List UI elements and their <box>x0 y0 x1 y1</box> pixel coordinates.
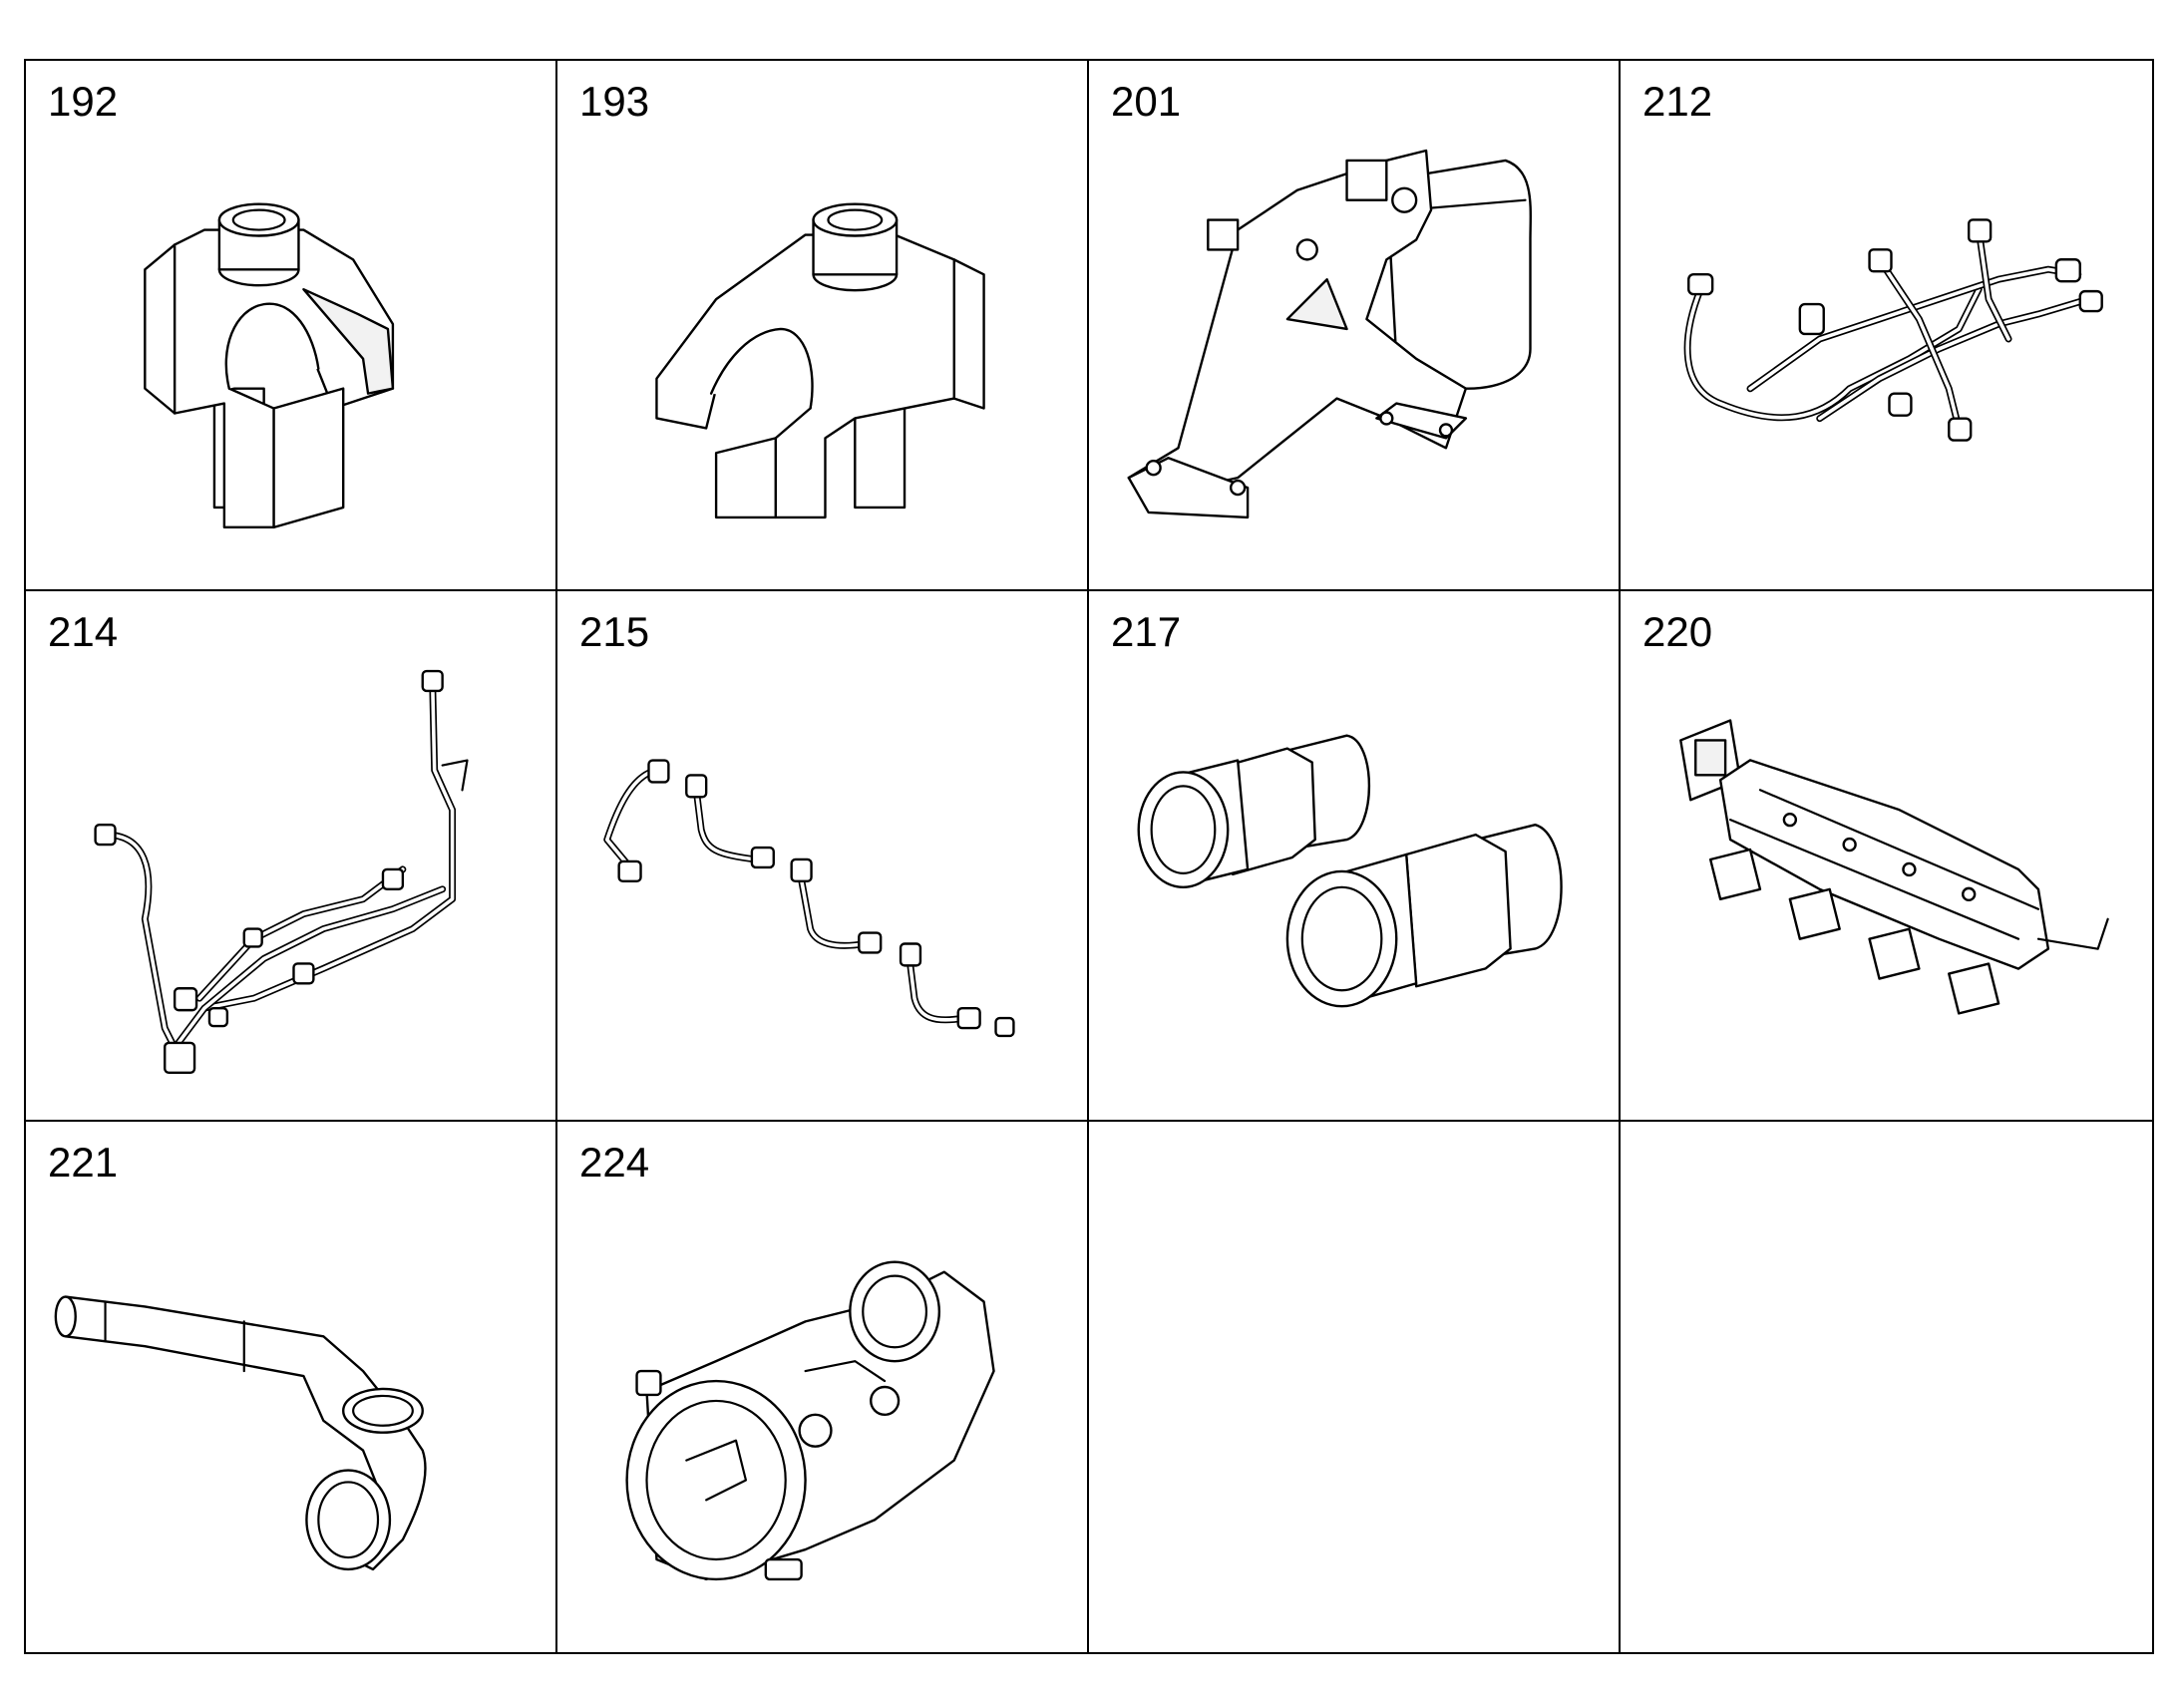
part-number: 215 <box>579 608 650 655</box>
part-cell-221[interactable]: 221 <box>26 1122 557 1652</box>
shift-fork-icon <box>655 202 985 519</box>
part-number: 221 <box>48 1139 119 1186</box>
part-cell-201[interactable]: 201 <box>1089 61 1621 591</box>
pipe-harness-icon <box>1683 218 2103 442</box>
empty-cell <box>1621 1122 2152 1652</box>
part-number: 212 <box>1642 78 1713 125</box>
coolant-hose-icon <box>54 1295 427 1571</box>
empty-cell <box>1089 1122 1621 1652</box>
part-number: 214 <box>48 608 119 655</box>
part-number: 192 <box>48 78 119 125</box>
part-cell-193[interactable]: 193 <box>557 61 1089 591</box>
intake-manifold-icon <box>1679 719 2109 1015</box>
injector-lines-icon <box>603 759 1015 1038</box>
part-cell-214[interactable]: 214 <box>26 591 557 1122</box>
pipe-union-icon <box>1137 734 1563 1008</box>
part-cell-215[interactable]: 215 <box>557 591 1089 1122</box>
part-number: 224 <box>579 1139 650 1186</box>
part-cell-192[interactable]: 192 <box>26 61 557 591</box>
part-number: 193 <box>579 78 650 125</box>
part-cell-217[interactable]: 217 <box>1089 591 1621 1122</box>
pipe-harness-icon <box>94 669 469 1074</box>
part-number: 201 <box>1111 78 1182 125</box>
part-cell-220[interactable]: 220 <box>1621 591 2152 1122</box>
fuel-filter-bracket-icon <box>1127 149 1532 519</box>
part-cell-212[interactable]: 212 <box>1621 61 2152 591</box>
part-number: 217 <box>1111 608 1182 655</box>
throttle-body-icon <box>625 1260 995 1581</box>
parts-grid: 192 193 201 <box>24 59 2154 1654</box>
part-number: 220 <box>1642 608 1713 655</box>
part-cell-224[interactable]: 224 <box>557 1122 1089 1652</box>
shift-fork-icon <box>144 202 395 529</box>
